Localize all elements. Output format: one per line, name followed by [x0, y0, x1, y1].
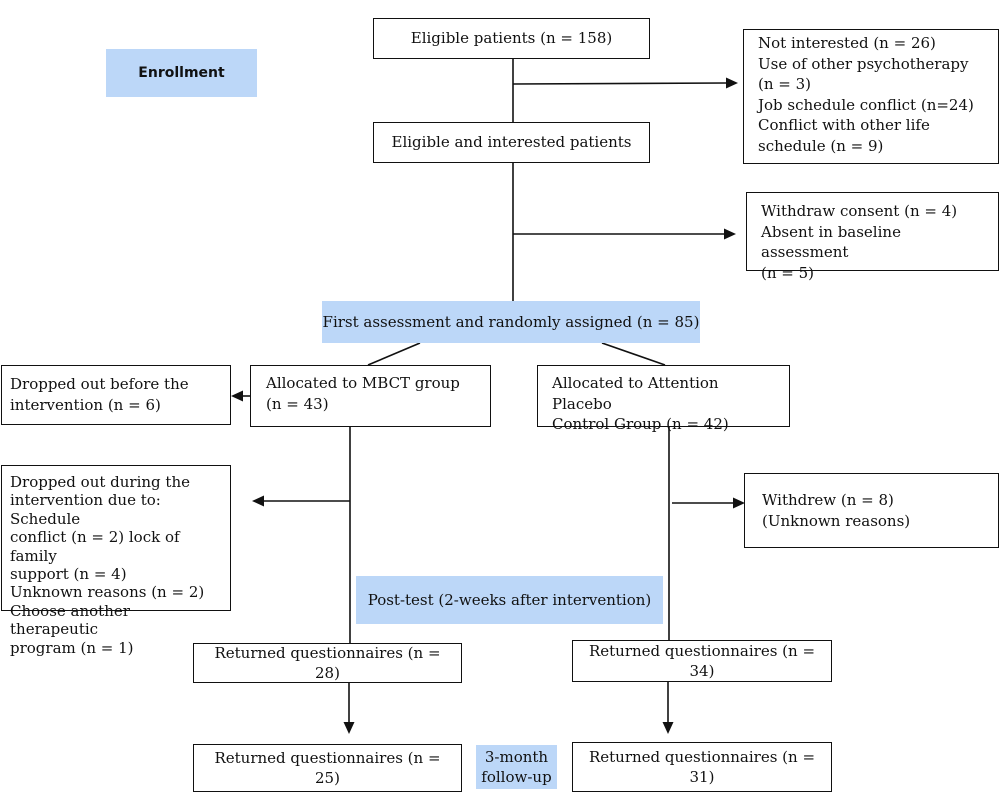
eligible-interested-box: Eligible and interested patients [373, 122, 650, 163]
connector-to-excluded-1 [512, 82, 727, 85]
arrowhead-placebo-followup [662, 722, 674, 734]
arrowhead-mbct-followup [343, 722, 355, 734]
placebo-posttest-questionnaires-box: Returned questionnaires (n = 34) [572, 640, 832, 682]
dropped-before-box: Dropped out before the intervention (n =… [1, 365, 231, 425]
connector-split-mbct [367, 342, 421, 366]
placebo-group-box: Allocated to Attention Placebo Control G… [537, 365, 790, 433]
eligible-patients-box: Eligible patients (n = 158) [373, 18, 650, 59]
mbct-posttest-questionnaires-box: Returned questionnaires (n = 28) [193, 643, 462, 683]
followup-label: 3-month follow-up [476, 745, 557, 789]
arrowhead-withdrew [733, 497, 745, 509]
connector-split-placebo [601, 342, 666, 366]
arrowhead-dropped-before [231, 390, 243, 402]
enrollment-label: Enrollment [106, 49, 257, 97]
arrowhead-excluded-1 [726, 77, 738, 89]
post-test-label: Post-test (2-weeks after intervention) [356, 576, 663, 624]
arrowhead-dropped-during [252, 495, 264, 507]
withdrew-box: Withdrew (n = 8) (Unknown reasons) [744, 473, 999, 548]
first-assessment-label: First assessment and randomly assigned (… [322, 301, 700, 343]
placebo-followup-questionnaires-box: Returned questionnaires (n = 31) [572, 742, 832, 792]
mbct-followup-questionnaires-box: Returned questionnaires (n = 25) [193, 744, 462, 792]
arrowhead-excluded-2 [724, 228, 736, 240]
withdraw-consent-box: Withdraw consent (n = 4) Absent in basel… [746, 192, 999, 282]
mbct-group-box: Allocated to MBCT group (n = 43) [250, 365, 491, 427]
dropped-during-box: Dropped out during the intervention due … [1, 465, 231, 657]
excluded-reasons-box: Not interested (n = 26) Use of other psy… [743, 29, 999, 164]
